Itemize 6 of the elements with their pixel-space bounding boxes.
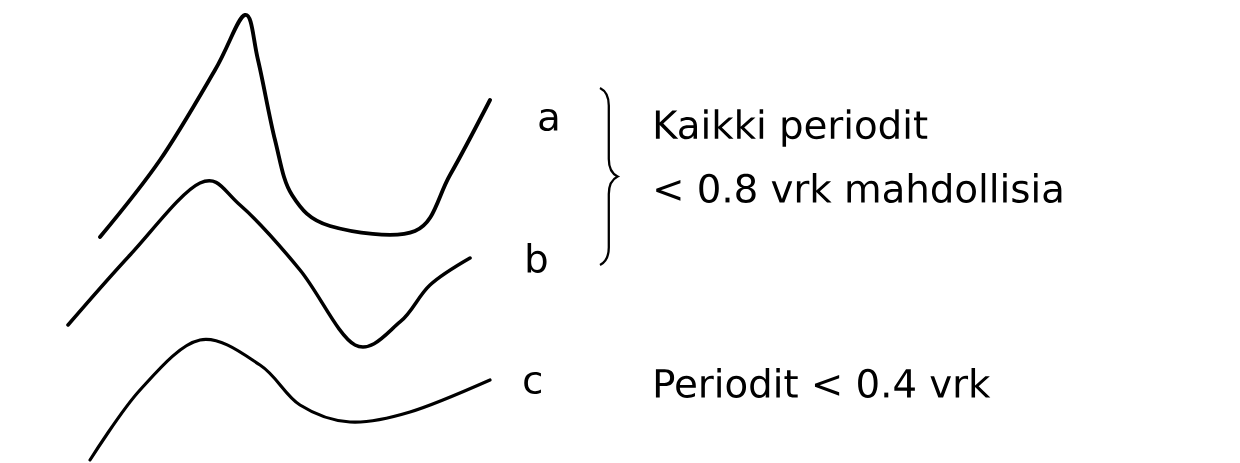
annotation-text: < 0.8 vrk mahdollisia xyxy=(656,173,1062,203)
annotation-text: Kaikki periodit xyxy=(655,109,928,147)
annotation-text: Periodit < 0.4 vrk xyxy=(655,368,991,398)
curve-label: a xyxy=(539,108,558,132)
curve-label: c xyxy=(524,371,541,395)
curve-label: b xyxy=(527,243,547,273)
